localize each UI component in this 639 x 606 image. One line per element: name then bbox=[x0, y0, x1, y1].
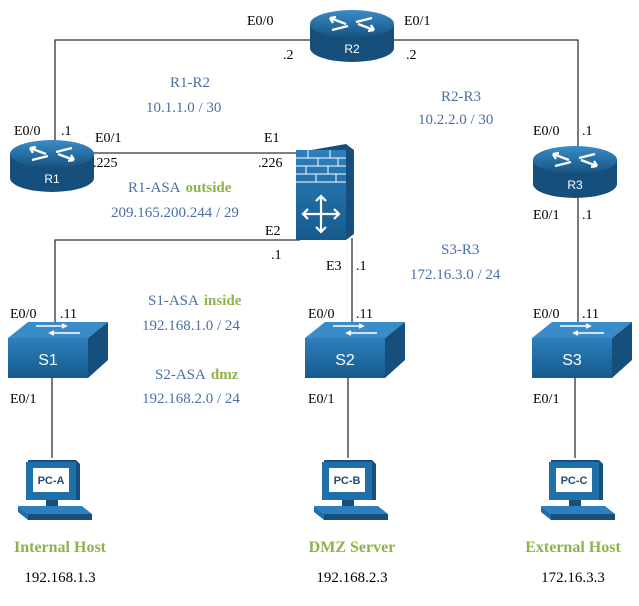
net-r1asa-name: R1-ASA bbox=[128, 180, 181, 196]
pca-label: PC-A bbox=[38, 475, 65, 487]
net-s2asa-name: S2-ASA bbox=[155, 367, 206, 383]
r3-e00-port: E0/0 bbox=[533, 124, 559, 139]
pcb-ip: 192.168.2.3 bbox=[316, 570, 387, 586]
r3-e01-ip: .1 bbox=[582, 208, 593, 223]
pcc-label: PC-C bbox=[561, 475, 588, 487]
s3-e00-ip: .11 bbox=[582, 307, 599, 322]
s3-e01-port: E0/1 bbox=[533, 392, 559, 407]
net-s1asa-name: S1-ASA bbox=[148, 293, 199, 309]
link-asa-s1 bbox=[54, 239, 300, 322]
s2-e00-ip: .11 bbox=[356, 307, 373, 322]
net-s3r3-name: S3-R3 bbox=[441, 242, 479, 258]
link-r2-r3 bbox=[392, 39, 579, 152]
router-arrows-icon bbox=[551, 151, 599, 169]
router-r2: R2 bbox=[310, 10, 394, 62]
firewall-asa bbox=[296, 144, 354, 240]
switch-s1: S1 bbox=[8, 322, 108, 378]
net-r1asa-heading: R1-ASA outside bbox=[128, 180, 232, 196]
pc-a: PC-A bbox=[18, 460, 92, 520]
computer-icon bbox=[18, 460, 92, 520]
asa-e3-ip: .1 bbox=[356, 259, 367, 274]
net-s1asa-zone: inside bbox=[204, 293, 242, 309]
r1-e01-ip: .225 bbox=[93, 156, 118, 171]
s3-label: S3 bbox=[562, 352, 582, 369]
switch-arrows-icon bbox=[333, 323, 377, 336]
switch-arrows-icon bbox=[36, 323, 80, 336]
r3-e00-ip: .1 bbox=[582, 124, 593, 139]
switch-s3: S3 bbox=[532, 322, 632, 378]
s1-e00-port: E0/0 bbox=[10, 307, 36, 322]
router-r3: R3 bbox=[533, 146, 617, 198]
pcb-role: DMZ Server bbox=[309, 539, 396, 556]
brick-wall-icon bbox=[296, 150, 346, 183]
net-r1r2-name: R1-R2 bbox=[170, 75, 210, 91]
network-labels: R1-R2 10.1.1.0 / 30 R2-R3 10.2.2.0 / 30 … bbox=[111, 75, 501, 407]
router-arrows-icon bbox=[28, 145, 76, 163]
firewall-arrows-icon bbox=[301, 194, 341, 234]
s2-label: S2 bbox=[335, 352, 355, 369]
r2-e01-port: E0/1 bbox=[404, 14, 430, 29]
net-s1asa-heading: S1-ASA inside bbox=[148, 293, 242, 309]
r2-e01-ip: .2 bbox=[406, 48, 417, 63]
pcb-label: PC-B bbox=[334, 475, 361, 487]
net-s2asa-subnet: 192.168.2.0 / 24 bbox=[142, 391, 240, 407]
r2-e00-port: E0/0 bbox=[247, 14, 273, 29]
net-s2asa-zone: dmz bbox=[211, 367, 239, 383]
r1-label: R1 bbox=[44, 172, 60, 186]
asa-e2-ip: .1 bbox=[271, 248, 282, 263]
pca-role: Internal Host bbox=[14, 539, 107, 556]
net-s2asa-heading: S2-ASA dmz bbox=[155, 367, 239, 383]
net-s3r3-subnet: 172.16.3.0 / 24 bbox=[410, 267, 501, 283]
r2-label: R2 bbox=[344, 42, 360, 56]
pc-c: PC-C bbox=[541, 460, 615, 520]
r3-e01-port: E0/1 bbox=[533, 208, 559, 223]
net-r1asa-subnet: 209.165.200.244 / 29 bbox=[111, 205, 239, 221]
switch-s2: S2 bbox=[305, 322, 405, 378]
r2-e00-ip: .2 bbox=[283, 48, 294, 63]
router-arrows-icon bbox=[328, 15, 376, 33]
asa-e2-port: E2 bbox=[265, 224, 281, 239]
net-s1asa-subnet: 192.168.1.0 / 24 bbox=[142, 318, 240, 334]
asa-e1-port: E1 bbox=[264, 131, 280, 146]
s1-e00-ip: .11 bbox=[60, 307, 77, 322]
s1-label: S1 bbox=[38, 352, 58, 369]
r1-e00-port: E0/0 bbox=[14, 124, 40, 139]
r1-e00-ip: .1 bbox=[61, 124, 72, 139]
host-labels: Internal Host 192.168.1.3 DMZ Server 192… bbox=[14, 539, 621, 586]
r1-e01-port: E0/1 bbox=[95, 131, 121, 146]
asa-e1-ip: .226 bbox=[258, 156, 283, 171]
asa-e3-port: E3 bbox=[326, 259, 342, 274]
net-r1asa-zone: outside bbox=[186, 180, 232, 196]
pc-b: PC-B bbox=[314, 460, 388, 520]
s1-e01-port: E0/1 bbox=[10, 392, 36, 407]
computer-icon bbox=[541, 460, 615, 520]
pcc-ip: 172.16.3.3 bbox=[541, 570, 605, 586]
s3-e00-port: E0/0 bbox=[533, 307, 559, 322]
s2-e01-port: E0/1 bbox=[308, 392, 334, 407]
router-r1: R1 bbox=[10, 140, 94, 192]
computer-icon bbox=[314, 460, 388, 520]
switch-arrows-icon bbox=[560, 323, 604, 336]
s2-e00-port: E0/0 bbox=[308, 307, 334, 322]
pca-ip: 192.168.1.3 bbox=[24, 570, 95, 586]
link-r1-r2 bbox=[54, 39, 312, 156]
port-labels: E0/0 .2 E0/1 .2 E0/0 .1 E0/1 .225 E1 .22… bbox=[10, 14, 599, 407]
net-r2r3-name: R2-R3 bbox=[441, 89, 481, 105]
links bbox=[51, 39, 579, 458]
net-r2r3-subnet: 10.2.2.0 / 30 bbox=[418, 112, 493, 128]
pcc-role: External Host bbox=[525, 539, 621, 556]
net-r1r2-subnet: 10.1.1.0 / 30 bbox=[146, 100, 221, 116]
r3-label: R3 bbox=[567, 178, 583, 192]
